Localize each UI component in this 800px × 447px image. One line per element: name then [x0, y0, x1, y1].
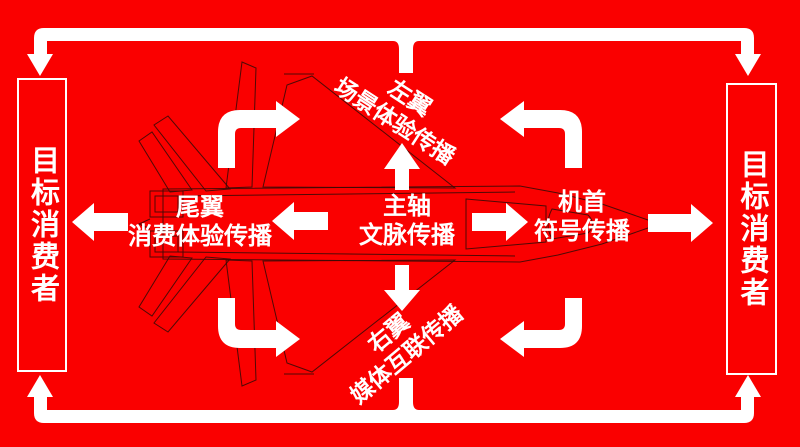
right-arrow-nose-to-target-icon — [648, 204, 713, 242]
left-arrow-tail-to-target-icon — [72, 203, 128, 241]
jet-tailcone — [137, 218, 151, 230]
right-arrow-axis-to-nose-icon — [472, 203, 528, 241]
jet-spine-top — [177, 191, 516, 197]
node-axis-title: 主轴 — [383, 193, 431, 221]
jet-stab-upper — [138, 131, 193, 193]
jet-wing-upper — [262, 75, 457, 189]
jet-cockpit — [465, 198, 547, 250]
node-tail-title: 尾翼 — [176, 194, 224, 222]
jet-wing-lower — [262, 259, 457, 373]
target-consumer-left-label: 目标消费者 — [26, 145, 59, 305]
node-nose-subtitle: 符号传播 — [534, 218, 630, 245]
elbow-arrow-lower-right-icon — [500, 298, 582, 357]
top-frame-arrow-icon — [27, 28, 761, 76]
bottom-frame-arrow-icon — [27, 375, 761, 423]
jet-stab-lower — [138, 255, 193, 317]
left-arrow-axis-to-tail-icon — [272, 202, 328, 240]
target-consumer-right-label: 目标消费者 — [736, 149, 768, 309]
up-arrow-to-left-wing-icon — [384, 143, 420, 190]
down-arrow-to-right-wing-icon — [384, 265, 420, 311]
jet-canopy — [547, 208, 593, 240]
target-consumer-box-right: 目标消费者 — [726, 83, 777, 375]
elbow-arrow-upper-right-icon — [500, 101, 582, 168]
jet-nozzle-lower — [149, 230, 184, 258]
elbow-arrow-lower-left-icon — [218, 298, 300, 357]
jet-fin-upper-1 — [225, 61, 257, 189]
jet-nozzle-upper — [149, 190, 184, 218]
node-nose-label: 机首 符号传播 — [534, 189, 630, 247]
target-consumer-box-left: 目标消费者 — [17, 78, 67, 372]
jet-fin-upper-2 — [153, 115, 232, 192]
node-axis-subtitle: 文脉传播 — [359, 222, 455, 249]
node-axis-label: 主轴 文脉传播 — [359, 193, 455, 251]
jet-spine-bottom — [177, 251, 516, 257]
node-nose-title: 机首 — [558, 189, 606, 217]
jet-fin-lower-2 — [153, 256, 232, 333]
node-tail-label: 尾翼 消费体验传播 — [128, 194, 272, 252]
node-tail-subtitle: 消费体验传播 — [128, 223, 272, 250]
elbow-arrow-upper-left-icon — [218, 101, 300, 168]
